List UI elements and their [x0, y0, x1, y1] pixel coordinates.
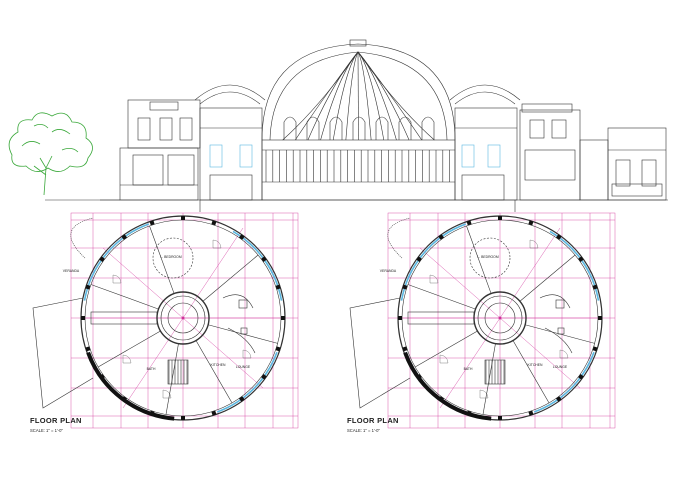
dome-rib [345, 51, 359, 141]
veranda-wedge [32, 297, 94, 409]
plan-scale-right: SCALE: 1" = 1'-0" [347, 428, 380, 433]
dome-rib [357, 51, 435, 141]
room-label-top: L. BEDROOM [477, 255, 498, 259]
door-swing [429, 274, 439, 284]
door-swing [112, 274, 122, 284]
dome-rib [357, 51, 397, 141]
floor-plan-left: VERANDA L. BEDROOM LOUNGE KITCHEN BATH [32, 212, 299, 429]
plan-title-left: FLOOR PLAN [30, 416, 82, 425]
dome-window [352, 116, 366, 140]
dome-rib [357, 51, 372, 141]
plan-title-right: FLOOR PLAN [347, 416, 399, 425]
door-swing [559, 349, 569, 359]
door-swing [242, 349, 252, 359]
door-swing [212, 239, 222, 249]
door-swing [122, 354, 132, 364]
door-swing [439, 354, 449, 364]
partition-wall [519, 254, 576, 302]
stair [484, 359, 506, 385]
stair [167, 359, 189, 385]
inner-arc [222, 294, 254, 309]
room-label-left: BATH [464, 367, 473, 371]
partition-wall [149, 225, 175, 294]
partition-wall [466, 225, 492, 294]
room-label-bottom: KITCHEN [211, 363, 226, 367]
dome-window [375, 116, 389, 140]
dome-window [398, 116, 412, 140]
plan-scale-left: SCALE: 1" = 1'-0" [30, 428, 63, 433]
inner-arc [539, 294, 571, 309]
dome-rib [332, 51, 359, 141]
room-label-bottom: KITCHEN [528, 363, 543, 367]
room-label-top: L. BEDROOM [160, 255, 181, 259]
dome-rib [307, 51, 359, 141]
top-room-feature [469, 237, 511, 279]
dome-rib [320, 51, 359, 141]
right-hall-window-2 [487, 144, 501, 168]
left-hall-block [194, 84, 266, 201]
partition-wall [512, 340, 550, 404]
heavy-wall [403, 351, 492, 421]
door-swing [529, 239, 539, 249]
right-hall-window-1 [461, 144, 475, 168]
plan-title-block-left: FLOOR PLAN SCALE: 1" = 1'-0" [30, 416, 82, 433]
dome-window [306, 116, 320, 140]
dimension-grid [387, 212, 616, 429]
left-wing [45, 99, 201, 201]
left-hall-window-1 [209, 144, 223, 168]
dimension-grid [70, 212, 299, 429]
veranda-wedge [349, 297, 411, 409]
plan-title-block-right: FLOOR PLAN SCALE: 1" = 1'-0" [347, 416, 399, 433]
dome-window [283, 116, 297, 140]
central-dome [261, 39, 456, 201]
top-room-feature [152, 237, 194, 279]
building-section-elevation [45, 39, 668, 212]
dome-rib [357, 51, 359, 141]
room-label-right: LOUNGE [553, 365, 568, 369]
dome-rib [357, 51, 422, 141]
partition-wall [202, 254, 259, 302]
partition-wall [90, 284, 159, 310]
left-hall-window-2 [239, 144, 253, 168]
partition-wall [414, 330, 478, 368]
heavy-wall [86, 351, 175, 421]
door-swing [479, 389, 489, 399]
room-label-right: LOUNGE [236, 365, 251, 369]
partition-wall [407, 284, 476, 310]
dome-window [421, 116, 435, 140]
corridor [90, 311, 158, 325]
room-label-veranda: VERANDA [63, 269, 80, 273]
room-label-veranda: VERANDA [380, 269, 397, 273]
right-wing [519, 103, 667, 201]
room-label-left: BATH [147, 367, 156, 371]
dome-window [329, 116, 343, 140]
right-hall-block [449, 84, 521, 201]
door-swing [162, 389, 172, 399]
floor-plan-right: VERANDA L. BEDROOM LOUNGE KITCHEN BATH [349, 212, 616, 429]
corridor [407, 311, 475, 325]
dome-lantern [349, 39, 367, 47]
tree-entourage [8, 112, 93, 196]
partition-wall [195, 340, 233, 404]
partition-wall [97, 330, 161, 368]
